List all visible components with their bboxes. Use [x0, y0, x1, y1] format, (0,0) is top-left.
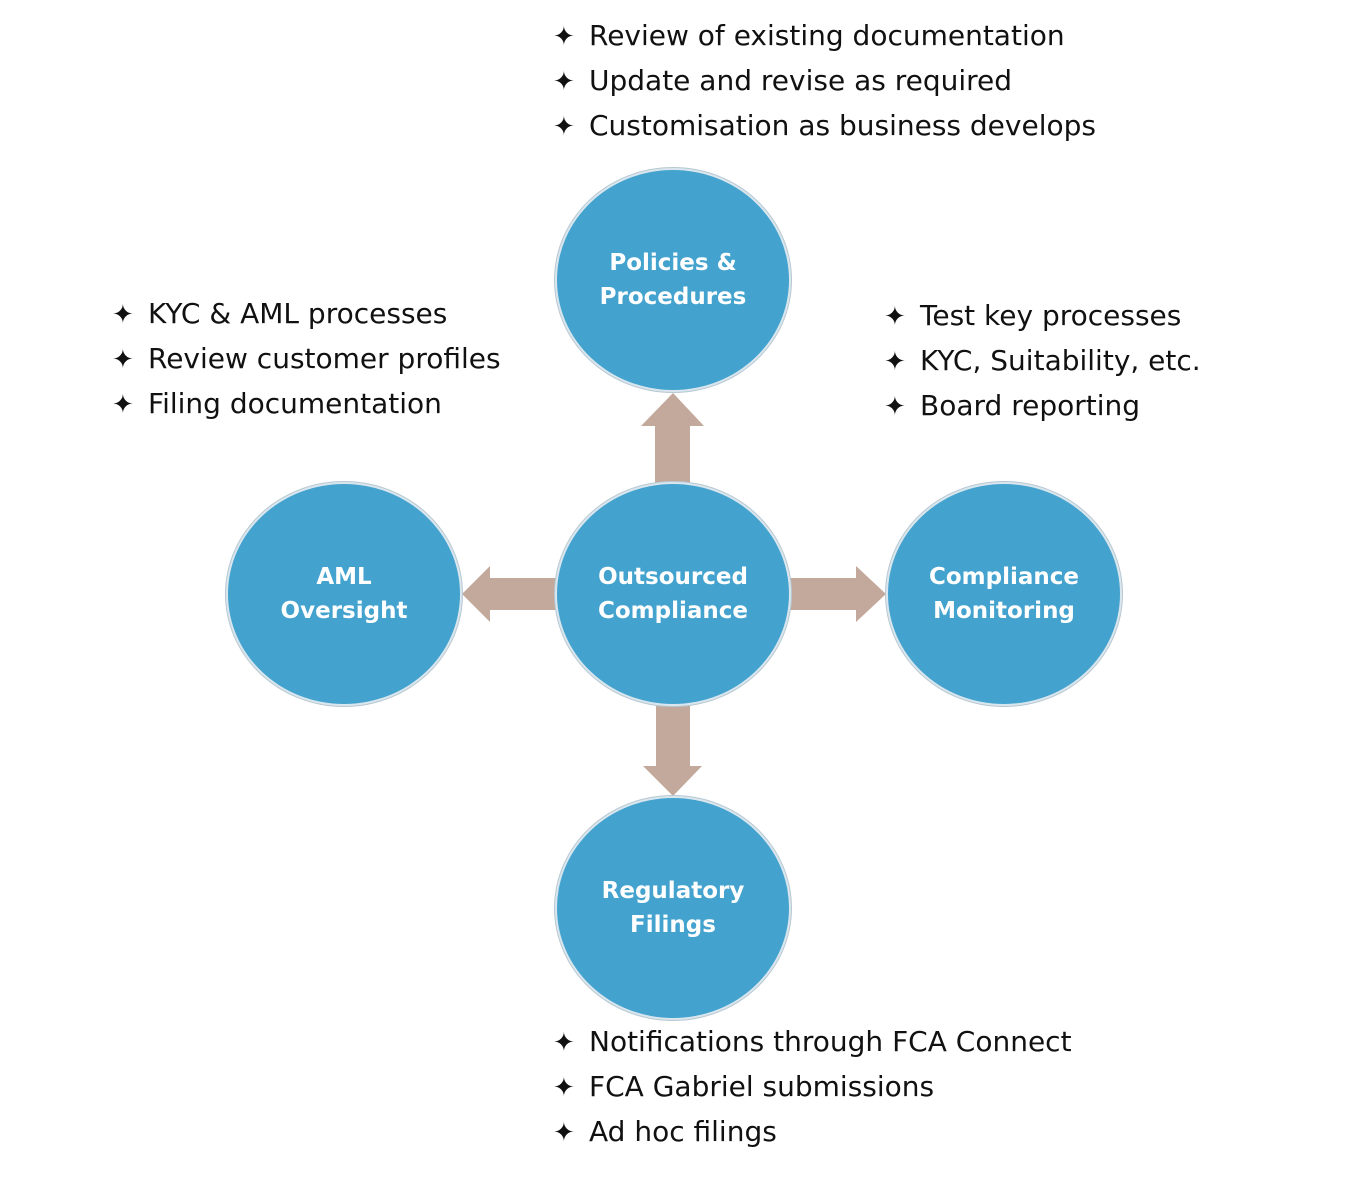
bullets-compliance-monitoring: ✦ Test key processes ✦ KYC, Suitability, e…	[884, 294, 1201, 429]
arrow-down	[643, 704, 702, 796]
four-point-star-icon: ✦	[553, 67, 575, 97]
arrow-up	[641, 393, 704, 486]
four-point-star-icon: ✦	[553, 112, 575, 142]
list-item: ✦ Notifications through FCA Connect	[553, 1020, 1072, 1065]
four-point-star-icon: ✦	[553, 1028, 575, 1058]
list-item: ✦ Customisation as business develops	[553, 104, 1096, 149]
bullet-text: Update and revise as required	[589, 64, 1013, 97]
four-point-star-icon: ✦	[553, 1118, 575, 1148]
four-point-star-icon: ✦	[553, 22, 575, 52]
node-label: Compliance Monitoring	[928, 564, 1079, 624]
list-item: ✦ Board reporting	[884, 384, 1201, 429]
four-point-star-icon: ✦	[884, 347, 906, 377]
list-item: ✦ Filing documentation	[112, 382, 501, 427]
node-aml-oversight: AML Oversight	[226, 482, 462, 706]
bullets-policies-procedures: ✦ Review of existing documentation ✦ Updat…	[553, 14, 1096, 149]
node-label: AML Oversight	[280, 564, 408, 624]
list-item: ✦ Review of existing documentation	[553, 14, 1096, 59]
node-label: Regulatory Filings	[601, 878, 745, 938]
bullet-text: Ad hoc filings	[589, 1115, 777, 1148]
node-policies-procedures: Policies & Procedures	[555, 168, 791, 392]
bullet-text: FCA Gabriel submissions	[589, 1070, 935, 1103]
list-item: ✦ KYC & AML processes	[112, 292, 501, 337]
bullet-text: KYC & AML processes	[148, 297, 448, 330]
bullet-text: Test key processes	[920, 299, 1182, 332]
four-point-star-icon: ✦	[884, 302, 906, 332]
node-regulatory-filings: Regulatory Filings	[555, 796, 791, 1020]
bullet-text: Notifications through FCA Connect	[589, 1025, 1072, 1058]
four-point-star-icon: ✦	[112, 390, 134, 420]
four-point-star-icon: ✦	[884, 392, 906, 422]
list-item: ✦ Update and revise as required	[553, 59, 1096, 104]
list-item: ✦ FCA Gabriel submissions	[553, 1065, 1072, 1110]
bullets-aml-oversight: ✦ KYC & AML processes ✦ Review customer pr…	[112, 292, 501, 427]
list-item: ✦ Test key processes	[884, 294, 1201, 339]
bullet-text: Review of existing documentation	[589, 19, 1065, 52]
list-item: ✦ Review customer profiles	[112, 337, 501, 382]
arrow-left	[462, 566, 558, 622]
node-outsourced-compliance: Outsourced Compliance	[555, 482, 791, 706]
node-compliance-monitoring: Compliance Monitoring	[886, 482, 1122, 706]
list-item: ✦ Ad hoc filings	[553, 1110, 1072, 1155]
bullet-text: Board reporting	[920, 389, 1141, 422]
bullet-text: Review customer profiles	[148, 342, 501, 375]
bullet-text: Filing documentation	[148, 387, 442, 420]
arrow-right	[788, 566, 886, 622]
bullet-text: KYC, Suitability, etc.	[920, 344, 1201, 377]
node-label: Policies & Procedures	[599, 250, 747, 310]
four-point-star-icon: ✦	[553, 1073, 575, 1103]
node-label: Outsourced Compliance	[597, 564, 748, 624]
list-item: ✦ KYC, Suitability, etc.	[884, 339, 1201, 384]
four-point-star-icon: ✦	[112, 300, 134, 330]
four-point-star-icon: ✦	[112, 345, 134, 375]
bullets-regulatory-filings: ✦ Notifications through FCA Connect ✦ FCA …	[553, 1020, 1072, 1155]
bullet-text: Customisation as business develops	[589, 109, 1096, 142]
